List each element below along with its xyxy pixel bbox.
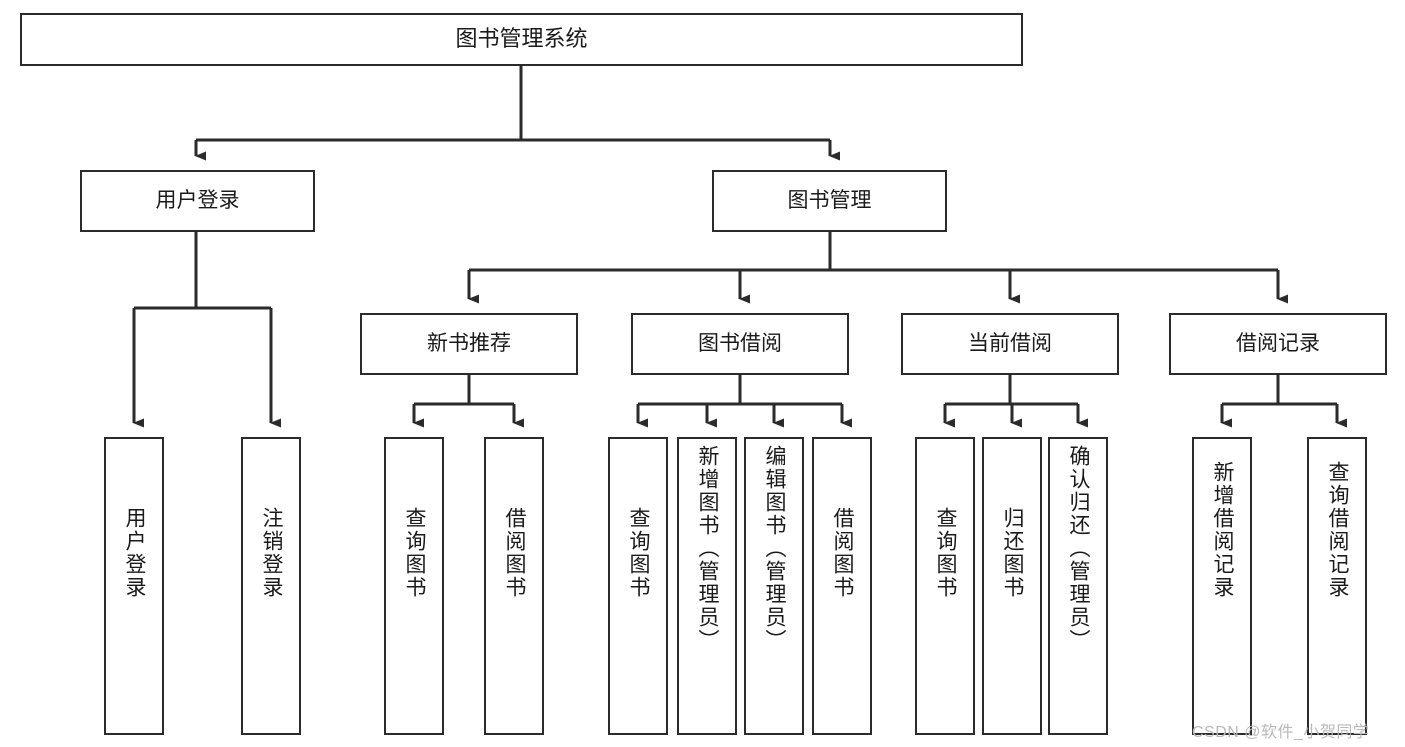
leaf-query-book-borrow[interactable]: 查询图书 <box>608 437 668 735</box>
node-user-login[interactable]: 用户登录 <box>80 170 315 232</box>
node-label: 借阅记录 <box>1236 331 1320 355</box>
leaf-logout[interactable]: 注销登录 <box>241 437 301 735</box>
node-label: 新增借阅记录 <box>1211 461 1235 599</box>
leaf-query-borrow-record[interactable]: 查询借阅记录 <box>1307 437 1367 735</box>
node-label: 借阅图书 <box>831 507 855 599</box>
node-label: 查询图书 <box>934 507 958 599</box>
node-label: 图书借阅 <box>698 331 782 355</box>
node-book-borrow[interactable]: 图书借阅 <box>631 313 849 375</box>
leaf-return-book[interactable]: 归还图书 <box>982 437 1042 735</box>
leaf-query-book-new-book[interactable]: 查询图书 <box>384 437 444 735</box>
node-root-book-management-system[interactable]: 图书管理系统 <box>20 13 1023 66</box>
node-label: 编辑图书（管理员） <box>763 445 787 652</box>
node-current-borrow[interactable]: 当前借阅 <box>901 313 1119 375</box>
leaf-add-book-admin[interactable]: 新增图书（管理员） <box>677 437 737 735</box>
leaf-user-login[interactable]: 用户登录 <box>104 437 164 735</box>
node-label: 查询图书 <box>403 507 427 599</box>
node-label: 用户登录 <box>155 188 240 212</box>
leaf-borrow-book-new-book[interactable]: 借阅图书 <box>484 437 544 735</box>
node-label: 图书管理 <box>787 188 872 212</box>
node-label: 新书推荐 <box>427 331 511 355</box>
node-label: 注销登录 <box>260 507 284 599</box>
csdn-watermark: CSDN @软件_小贺同学 <box>1192 724 1370 741</box>
leaf-query-book-current[interactable]: 查询图书 <box>915 437 975 735</box>
node-label: 当前借阅 <box>968 331 1052 355</box>
node-borrow-record[interactable]: 借阅记录 <box>1169 313 1387 375</box>
leaf-edit-book-admin[interactable]: 编辑图书（管理员） <box>744 437 804 735</box>
node-label: 新增图书（管理员） <box>696 445 720 652</box>
node-label: 查询图书 <box>627 507 651 599</box>
node-book-management[interactable]: 图书管理 <box>712 170 947 232</box>
node-label: 用户登录 <box>123 507 147 599</box>
leaf-confirm-return-admin[interactable]: 确认归还（管理员） <box>1048 437 1108 735</box>
node-label: 归还图书 <box>1001 507 1025 599</box>
node-label: 查询借阅记录 <box>1326 461 1350 599</box>
leaf-borrow-book-borrow[interactable]: 借阅图书 <box>812 437 872 735</box>
node-label: 确认归还（管理员） <box>1067 445 1091 652</box>
leaf-add-borrow-record[interactable]: 新增借阅记录 <box>1192 437 1252 735</box>
node-label: 借阅图书 <box>503 507 527 599</box>
node-label: 图书管理系统 <box>455 26 588 52</box>
node-new-book-recommendation[interactable]: 新书推荐 <box>360 313 578 375</box>
